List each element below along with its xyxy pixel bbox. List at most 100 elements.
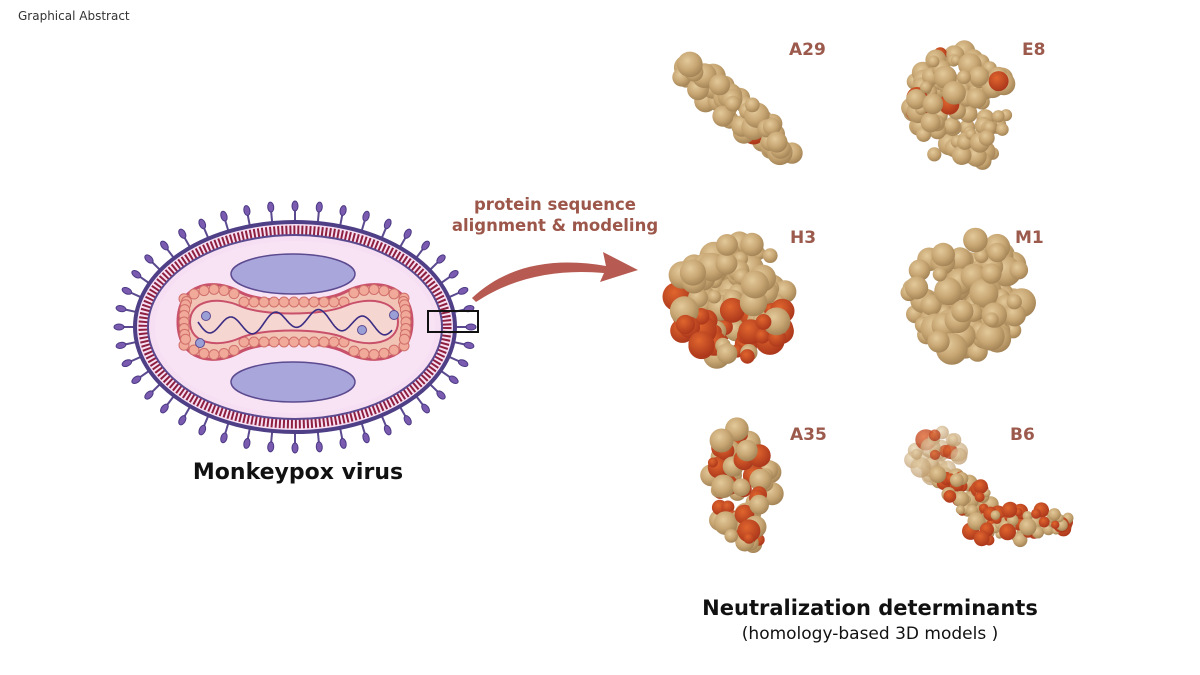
- atom-blob: [1051, 520, 1060, 529]
- atom-blob: [754, 328, 770, 344]
- spike-head: [144, 390, 154, 400]
- atom-blob: [951, 300, 974, 323]
- spike-head: [421, 403, 430, 414]
- palisade-bead: [348, 345, 360, 357]
- palisade-bead: [208, 349, 220, 361]
- palisade-bead: [308, 336, 320, 348]
- spike-head: [448, 269, 459, 279]
- atom-blob: [927, 330, 950, 353]
- spike-head: [243, 438, 251, 449]
- atom-blob: [724, 529, 738, 543]
- spike-head: [115, 341, 127, 349]
- protein-model-m1: [900, 227, 1036, 365]
- curved-arrow: [472, 252, 638, 302]
- palisade-bead: [378, 347, 390, 359]
- enzyme-dot: [357, 325, 367, 335]
- atom-blob: [981, 263, 1002, 284]
- spike-head: [160, 240, 169, 251]
- atom-blob: [999, 523, 1016, 541]
- spike-head: [315, 441, 323, 453]
- palisade-bead: [348, 287, 360, 299]
- atom-blob: [974, 248, 989, 263]
- palisade-bead: [398, 333, 410, 345]
- palisade-bead: [288, 336, 300, 348]
- palisade-bead: [198, 347, 210, 359]
- atom-blob: [974, 492, 985, 503]
- atom-blob: [955, 505, 966, 515]
- palisade-bead: [278, 336, 290, 348]
- protein-model-b6: [904, 425, 1074, 548]
- atom-blob: [716, 234, 738, 256]
- atom-blob: [707, 457, 718, 468]
- spike-head: [457, 359, 469, 368]
- spike-head: [178, 228, 187, 239]
- palisade-bead: [268, 296, 280, 308]
- atom-blob: [963, 227, 988, 253]
- atom-blob: [1013, 532, 1028, 548]
- palisade-bead: [358, 348, 370, 360]
- atom-blob: [928, 429, 941, 442]
- spike-head: [131, 269, 142, 279]
- atom-blob: [995, 123, 1009, 136]
- enzyme-dot: [195, 338, 205, 348]
- palisade-bead: [208, 283, 220, 295]
- spike-head: [121, 359, 133, 368]
- protein-model-e8: [901, 40, 1016, 170]
- spike-head: [339, 438, 347, 449]
- palisade-bead: [188, 288, 200, 300]
- protein-label-h3: H3: [790, 228, 817, 248]
- atom-blob: [743, 532, 755, 544]
- atom-blob: [719, 297, 745, 323]
- spike-head: [144, 254, 154, 264]
- palisade-bead: [248, 336, 260, 348]
- protein-label-e8: E8: [1022, 40, 1046, 60]
- atom-blob: [927, 147, 942, 162]
- inner-membrane: [147, 234, 443, 420]
- spike-head: [121, 286, 133, 295]
- atom-blob: [711, 474, 735, 499]
- atom-blob: [931, 242, 955, 267]
- spike-head: [457, 286, 469, 295]
- enzyme-dot: [389, 310, 399, 320]
- atom-blob: [755, 314, 772, 330]
- spike-head: [220, 210, 228, 222]
- protein-label-m1: M1: [1015, 228, 1044, 248]
- palisade-bead: [258, 336, 270, 348]
- atom-blob: [973, 479, 988, 494]
- atom-blob: [951, 145, 972, 165]
- atom-blob: [1001, 502, 1018, 518]
- atom-blob: [740, 232, 764, 257]
- envelope-ring: [138, 225, 452, 429]
- palisade-bead: [368, 283, 380, 295]
- atom-blob: [988, 71, 1009, 92]
- palisade-bead: [228, 288, 240, 300]
- spike-head: [267, 441, 275, 453]
- atom-blob: [911, 448, 922, 460]
- graphical-abstract-label: Graphical Abstract: [18, 9, 130, 23]
- atom-blob: [943, 490, 957, 503]
- palisade-bead: [288, 296, 300, 308]
- palisade-bead: [328, 336, 340, 348]
- atom-blob: [966, 88, 987, 109]
- atom-blob: [762, 307, 791, 336]
- spike-head: [436, 390, 446, 400]
- palisade-bead: [188, 344, 200, 356]
- spike-head: [339, 205, 347, 216]
- palisade-bead: [358, 284, 370, 296]
- palisade-bead: [248, 296, 260, 308]
- palisade-bead: [268, 336, 280, 348]
- modeling-arrow: [472, 252, 638, 302]
- atom-blob: [677, 51, 703, 78]
- palisade-bead: [218, 347, 230, 359]
- spike-head: [267, 201, 275, 213]
- spike-head: [198, 218, 207, 230]
- atom-blob: [749, 494, 769, 515]
- protein-label-b6: B6: [1010, 425, 1035, 445]
- spike-head: [131, 375, 142, 385]
- atom-blob: [956, 70, 971, 85]
- surface-protein-highlight-box: [427, 310, 479, 333]
- atom-blob: [737, 519, 761, 543]
- atom-blob: [1038, 516, 1050, 528]
- protein-label-a35: A35: [790, 425, 827, 445]
